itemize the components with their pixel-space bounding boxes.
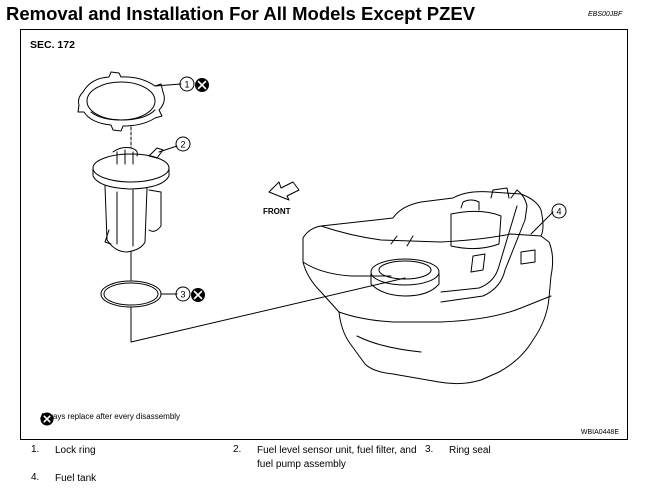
callout-2: 2: [175, 136, 191, 152]
legend-item-fuel-pump-assembly: 2. Fuel level sensor unit, fuel filter, …: [233, 444, 422, 472]
legend-label: Fuel level sensor unit, fuel filter, and…: [257, 445, 417, 470]
legend-number: 4.: [31, 472, 40, 483]
legend-number: 3.: [425, 444, 434, 455]
callout-label: 4: [556, 207, 561, 217]
section-label: SEC. 172: [30, 39, 75, 51]
legend-label: Lock ring: [55, 445, 96, 456]
lock-ring-drawing: [77, 71, 165, 132]
callout-4: 4: [551, 203, 567, 219]
legend-item-fuel-tank: 4. Fuel tank: [31, 472, 96, 486]
legend-item-ring-seal: 3. Ring seal: [425, 444, 491, 458]
figure-id: WBIA0448E: [580, 429, 619, 436]
callout-3: 3: [175, 286, 191, 302]
note-text: Always replace after every disassembly: [40, 412, 181, 421]
front-arrow-icon: [268, 181, 300, 201]
legend-number: 1.: [31, 444, 40, 455]
callout-1: 1: [179, 76, 195, 92]
replace-mark-icon: [191, 288, 205, 302]
legend-label: Ring seal: [449, 445, 491, 456]
replacement-note: Always replace after every disassembly: [40, 412, 181, 426]
fuel-pump-assembly-drawing: [92, 147, 170, 253]
diagram-figure: 1 2 3 4 SEC. 172 FRONT Always re: [20, 29, 628, 440]
document-code: EBS00JBF: [588, 11, 623, 18]
callout-label: 3: [180, 290, 185, 300]
replace-mark-icon: [40, 412, 54, 426]
legend-label: Fuel tank: [55, 473, 97, 484]
exploded-view-drawing: 1 2 3 4: [77, 71, 567, 385]
legend-item-lock-ring: 1. Lock ring: [31, 444, 96, 458]
page-title: Removal and Installation For All Models …: [6, 3, 476, 24]
fuel-tank-drawing: [302, 187, 554, 385]
front-label: FRONT: [263, 207, 291, 216]
callout-label: 1: [184, 80, 189, 90]
ring-seal-drawing: [100, 280, 162, 308]
legend-number: 2.: [233, 444, 242, 455]
callout-label: 2: [180, 140, 185, 150]
replace-mark-icon: [195, 78, 209, 92]
